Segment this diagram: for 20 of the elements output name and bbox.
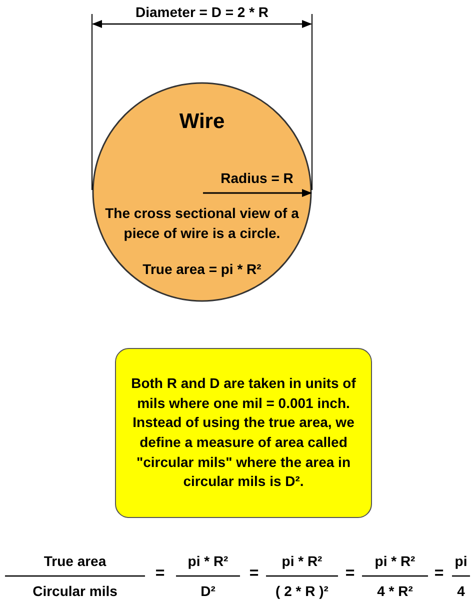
fraction-denominator: 4 — [457, 583, 465, 599]
note-box — [115, 348, 372, 518]
equals-sign: = — [155, 565, 165, 583]
radius-label: Radius = R — [220, 170, 294, 186]
fraction-numerator: pi * R² — [374, 553, 416, 569]
fraction-denominator: Circular mils — [32, 583, 118, 599]
description-text: The cross sectional view of a piece of wire is a circle. — [104, 204, 300, 243]
fraction-numerator: pi * R² — [282, 553, 322, 569]
note-text: Both R and D are taken in units of mils where one mil = 0.001 inch. Instead of using the true area, we define a measure of area called "circular mils" where the area in circular mils is D². — [131, 374, 356, 492]
fraction-numerator: True area — [44, 553, 106, 569]
fraction-denominator: 4 * R² — [377, 583, 413, 599]
equals-sign: = — [249, 565, 259, 583]
equals-sign: = — [434, 565, 444, 583]
wire-heading: Wire — [179, 109, 225, 135]
area-formula: True area = pi * R² — [142, 260, 262, 279]
fraction-denominator: ( 2 * R )² — [276, 583, 328, 599]
fraction-denominator: D² — [200, 583, 216, 599]
fraction-numerator: pi — [454, 553, 468, 569]
fraction-numerator: pi * R² — [188, 553, 228, 569]
equals-sign: = — [345, 565, 355, 583]
